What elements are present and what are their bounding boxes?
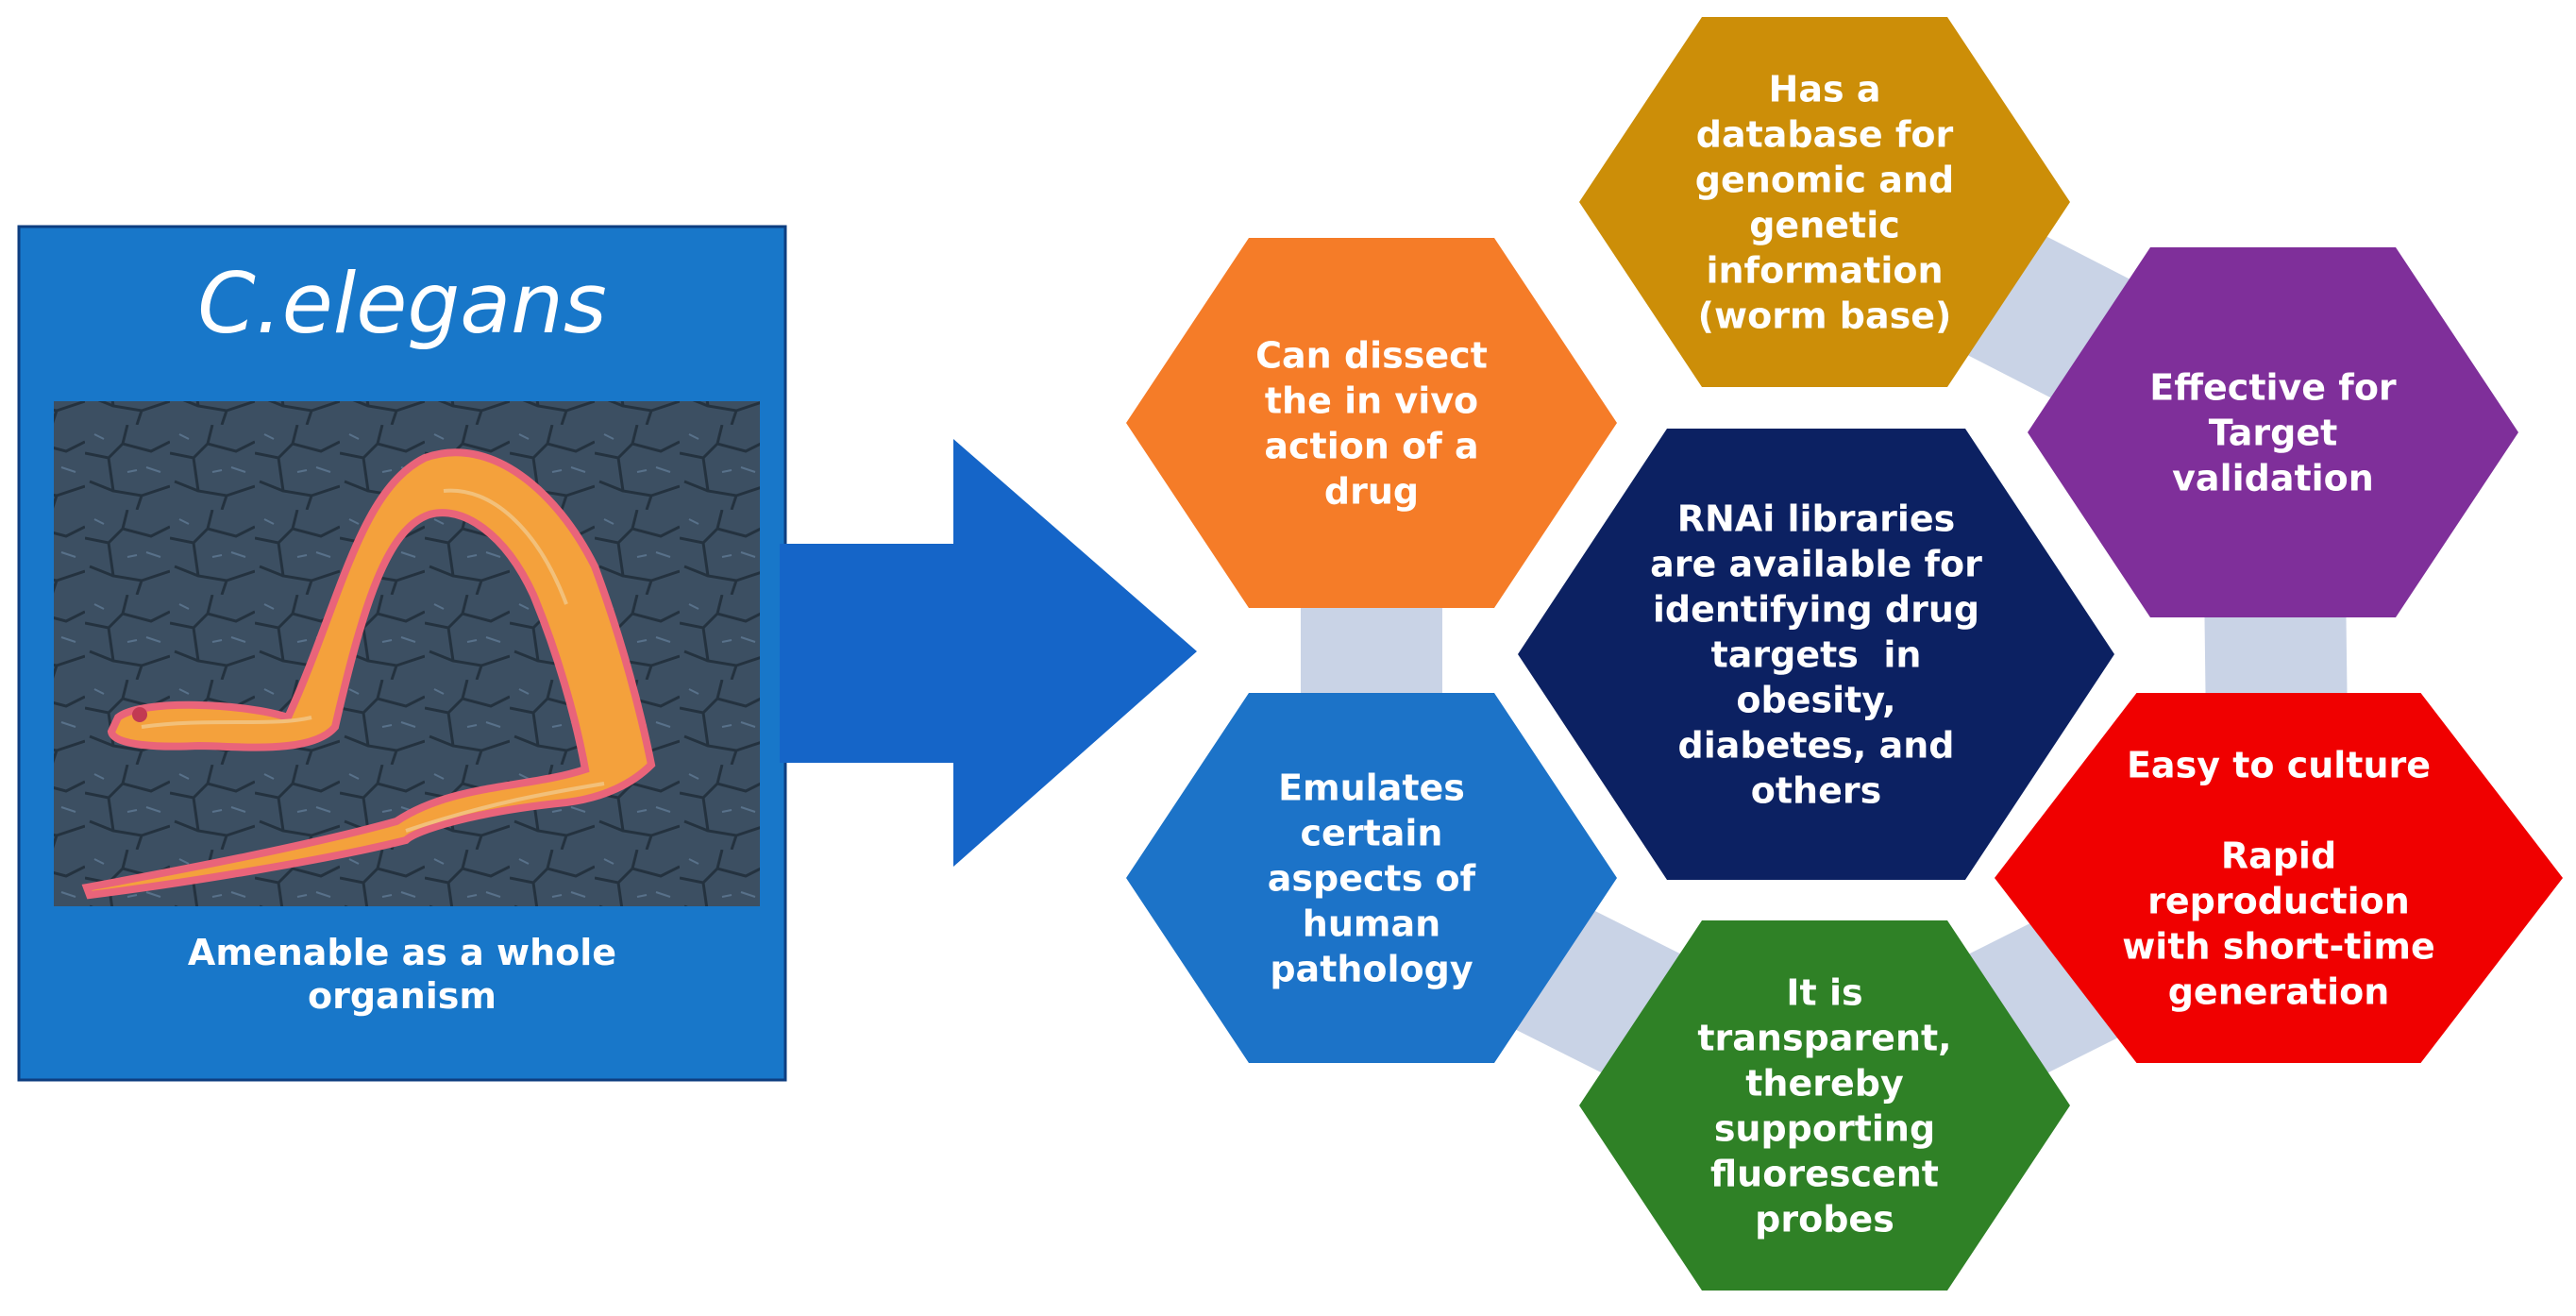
hexagon-target-validation-line-1: Effective for: [2149, 366, 2397, 408]
hexagon-dissect-line-2: the in vivo: [1265, 380, 1478, 421]
hexagon-transparent: It istransparent,therebysupportingfluore…: [1579, 920, 2070, 1291]
hexagon-rnai-line-4: targets in: [1711, 633, 1922, 675]
hexagon-shape-database: [1579, 17, 2070, 387]
hexagon-database-line-5: information: [1706, 249, 1943, 291]
organism-caption-line-2: organism: [308, 975, 497, 1017]
hexagon-database-line-1: Has a: [1769, 68, 1881, 110]
hexagon-rnai-line-1: RNAi libraries: [1677, 498, 1956, 539]
hexagon-culture-line-1: Easy to culture: [2127, 744, 2431, 785]
hexagon-database-line-2: database for: [1696, 113, 1954, 155]
organism-caption-line-1: Amenable as a whole: [188, 932, 616, 973]
hexagon-database-line-4: genetic: [1749, 204, 1900, 245]
hexagon-culture-line-4: reproduction: [2147, 880, 2410, 921]
hexagon-transparent-line-3: thereby: [1745, 1062, 1904, 1104]
hexagon-shape-transparent: [1579, 920, 2070, 1291]
hexagon-emulates-line-4: human: [1303, 903, 1440, 944]
hexagon-database-line-3: genomic and: [1695, 159, 1954, 200]
hexagon-dissect-line-1: Can dissect: [1255, 334, 1488, 376]
hexagon-rnai-line-5: obesity,: [1736, 679, 1895, 720]
hexagon-shape-rnai: [1518, 429, 2114, 880]
hexagon-dissect-line-4: drug: [1324, 470, 1419, 512]
hexagon-emulates-line-2: certain: [1301, 812, 1443, 853]
hexagon-dissect-line-3: action of a: [1264, 425, 1478, 466]
right-arrow-icon: [780, 439, 1197, 867]
hexagon-shape-culture: [1995, 693, 2563, 1063]
hexagon-culture-line-3: Rapid: [2221, 835, 2336, 876]
hexagon-target-validation-line-3: validation: [2172, 457, 2374, 498]
hexagon-culture-line-5: with short-time: [2122, 925, 2435, 967]
hexagon-target-validation-line-2: Target: [2209, 412, 2338, 453]
hexagon-transparent-line-4: supporting: [1714, 1107, 1935, 1149]
hexagon-rnai-line-3: identifying drug: [1653, 588, 1979, 630]
hexagon-emulates-line-5: pathology: [1270, 948, 1473, 989]
hexagon-transparent-line-1: It is: [1786, 971, 1862, 1013]
hexagon-transparent-line-2: transparent,: [1697, 1017, 1951, 1058]
hexagon-transparent-line-5: fluorescent: [1710, 1153, 1939, 1194]
hexagon-transparent-line-6: probes: [1755, 1198, 1894, 1240]
hexagon-shape-target-validation: [2028, 247, 2518, 617]
hexagon-shape-emulates: [1126, 693, 1617, 1063]
organism-title: C.elegans: [197, 255, 607, 352]
hexagon-emulates-line-1: Emulates: [1278, 767, 1465, 808]
hexagon-rnai-line-7: others: [1751, 769, 1881, 811]
worm-micrograph-image: [54, 401, 760, 906]
organism-panel: C.elegans Amenable as a whole organism: [17, 225, 787, 1082]
hexagon-shape-dissect: [1126, 238, 1617, 608]
hexagon-culture-line-6: generation: [2168, 970, 2390, 1012]
hexagon-emulates-line-3: aspects of: [1268, 857, 1476, 899]
hexagon-rnai-line-2: are available for: [1650, 543, 1982, 584]
hexagon-database-line-6: (worm base): [1698, 295, 1952, 336]
hexagon-rnai-line-6: diabetes, and: [1678, 724, 1955, 766]
